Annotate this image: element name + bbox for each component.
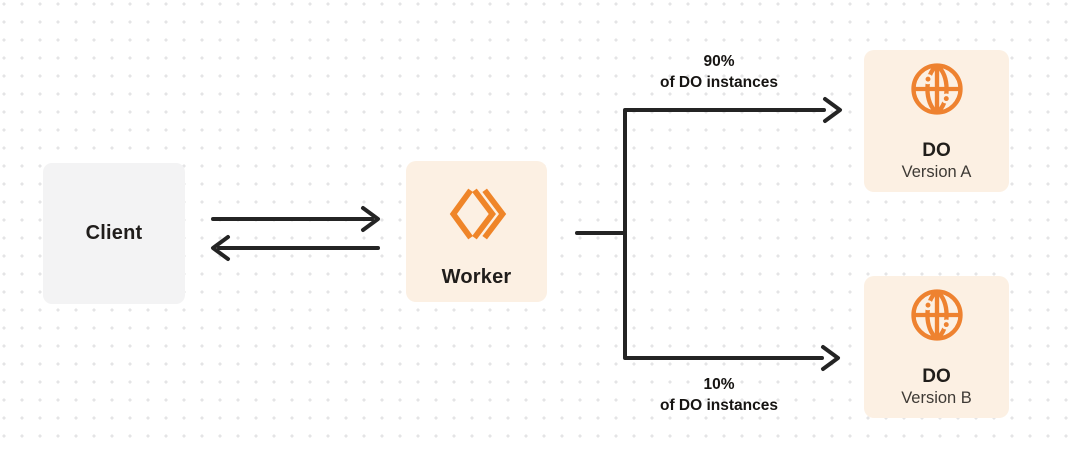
top-branch-percent: 90% bbox=[703, 53, 735, 70]
arrow-branch-to-do-b bbox=[821, 345, 840, 371]
worker-node: Worker bbox=[406, 161, 547, 302]
globe-icon bbox=[908, 286, 966, 344]
client-label: Client bbox=[85, 222, 143, 244]
globe-icon bbox=[908, 60, 966, 118]
bottom-branch-caption: of DO instances bbox=[660, 397, 778, 414]
bottom-branch-percent: 10% bbox=[703, 376, 735, 393]
do-a-title: DO bbox=[922, 140, 951, 161]
worker-label: Worker bbox=[441, 266, 512, 288]
do-version-a-node: DO Version A bbox=[864, 50, 1009, 192]
branch-connector bbox=[575, 108, 826, 360]
do-a-subtitle: Version A bbox=[901, 163, 972, 181]
client-node: Client bbox=[43, 163, 185, 304]
top-branch-label: 90% of DO instances bbox=[589, 51, 849, 93]
top-branch-caption: of DO instances bbox=[660, 74, 778, 91]
arrow-worker-to-client bbox=[211, 235, 380, 261]
bottom-branch-label: 10% of DO instances bbox=[589, 374, 849, 416]
arrow-branch-to-do-a bbox=[823, 97, 842, 123]
do-b-title: DO bbox=[922, 366, 951, 387]
arrow-client-to-worker bbox=[211, 206, 380, 232]
do-b-subtitle: Version B bbox=[901, 389, 972, 407]
workers-logo-icon bbox=[445, 182, 509, 246]
do-version-b-node: DO Version B bbox=[864, 276, 1009, 418]
